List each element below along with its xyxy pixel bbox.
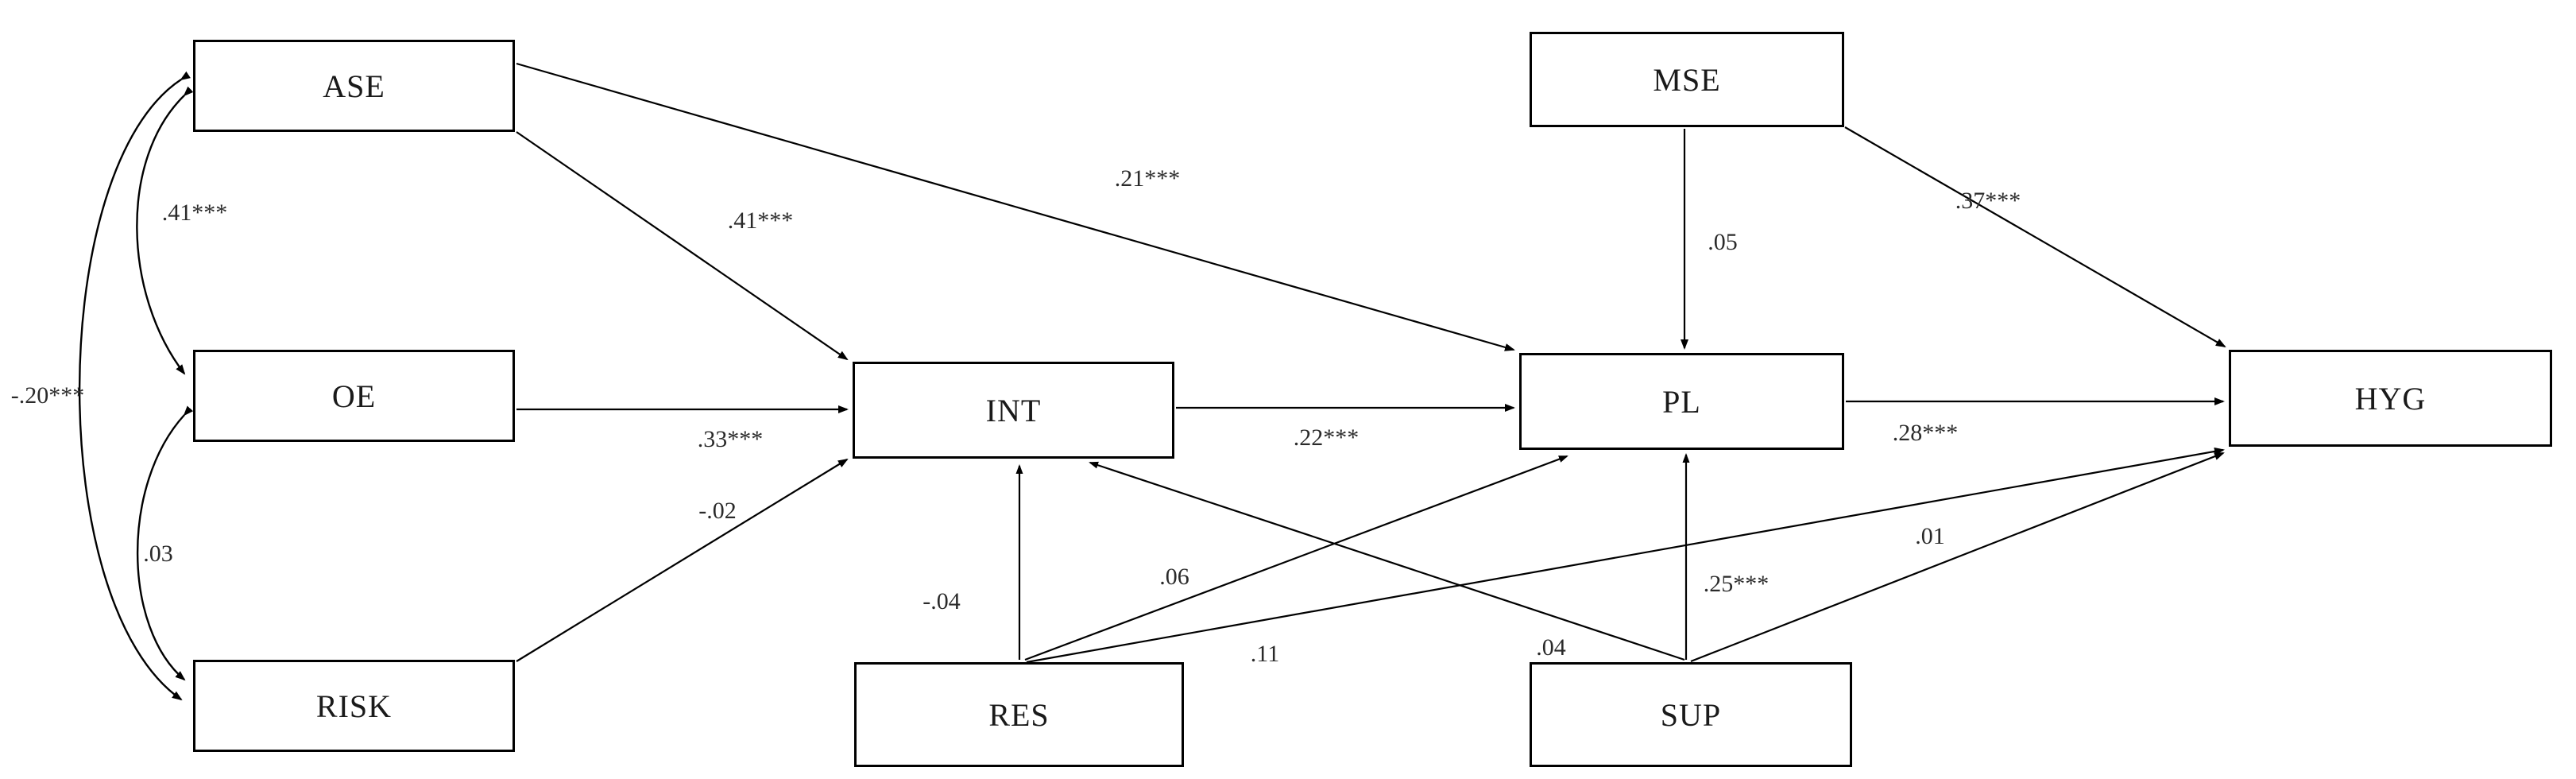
node-mse-label: MSE — [1653, 61, 1721, 98]
edge-ase-oe — [136, 86, 194, 375]
node-hyg-label: HYG — [2354, 380, 2427, 417]
node-pl-label: PL — [1662, 383, 1701, 420]
edge-res-pl — [1024, 455, 1568, 661]
edge-label-ase-oe: .41*** — [161, 200, 228, 226]
node-mse[interactable]: MSE — [1530, 32, 1844, 127]
edge-label-res-hyg: .11 — [1250, 641, 1280, 667]
node-int[interactable]: INT — [853, 362, 1174, 459]
edge-label-mse-pl: .05 — [1708, 229, 1738, 255]
edge-risk-int — [516, 458, 849, 662]
node-risk[interactable]: RISK — [193, 660, 515, 752]
edge-label-risk-int: -.02 — [698, 498, 737, 524]
edge-label-res-pl: .06 — [1159, 564, 1189, 590]
edge-sup-hyg — [1690, 452, 2225, 663]
edge-label-ase-risk: -.20*** — [10, 382, 85, 409]
node-sup-label: SUP — [1660, 696, 1722, 733]
edge-sup-int — [1089, 461, 1685, 661]
node-ase-label: ASE — [323, 68, 385, 104]
edge-oe-risk — [136, 405, 194, 681]
edge-res-hyg — [1026, 447, 2225, 664]
edge-label-oe-int: .33*** — [697, 426, 764, 452]
node-ase[interactable]: ASE — [193, 40, 515, 132]
edge-mse-hyg — [1844, 126, 2226, 348]
edge-label-sup-pl: .25*** — [1703, 571, 1770, 597]
edge-label-sup-int: .04 — [1536, 634, 1566, 661]
node-res[interactable]: RES — [854, 662, 1184, 767]
node-oe[interactable]: OE — [193, 350, 515, 442]
edge-label-sup-hyg: .01 — [1915, 523, 1945, 549]
edge-label-ase-int: .41*** — [727, 207, 794, 234]
node-int-label: INT — [985, 392, 1042, 428]
node-sup[interactable]: SUP — [1530, 662, 1852, 767]
edge-ase-risk — [78, 71, 191, 701]
edge-label-int-pl: .22*** — [1293, 424, 1360, 451]
node-oe-label: OE — [331, 378, 377, 414]
node-hyg[interactable]: HYG — [2229, 350, 2552, 447]
node-pl[interactable]: PL — [1519, 353, 1844, 450]
edge-label-pl-hyg: .28*** — [1892, 420, 1959, 446]
edge-label-ase-pl: .21*** — [1114, 165, 1181, 192]
edge-label-oe-risk: .03 — [143, 541, 173, 567]
edge-ase-pl — [516, 62, 1515, 351]
edge-ase-int — [516, 131, 849, 361]
edge-label-mse-hyg: .37*** — [1955, 188, 2021, 214]
node-res-label: RES — [988, 696, 1050, 733]
node-risk-label: RISK — [315, 688, 393, 724]
edge-label-res-int: -.04 — [922, 588, 961, 614]
